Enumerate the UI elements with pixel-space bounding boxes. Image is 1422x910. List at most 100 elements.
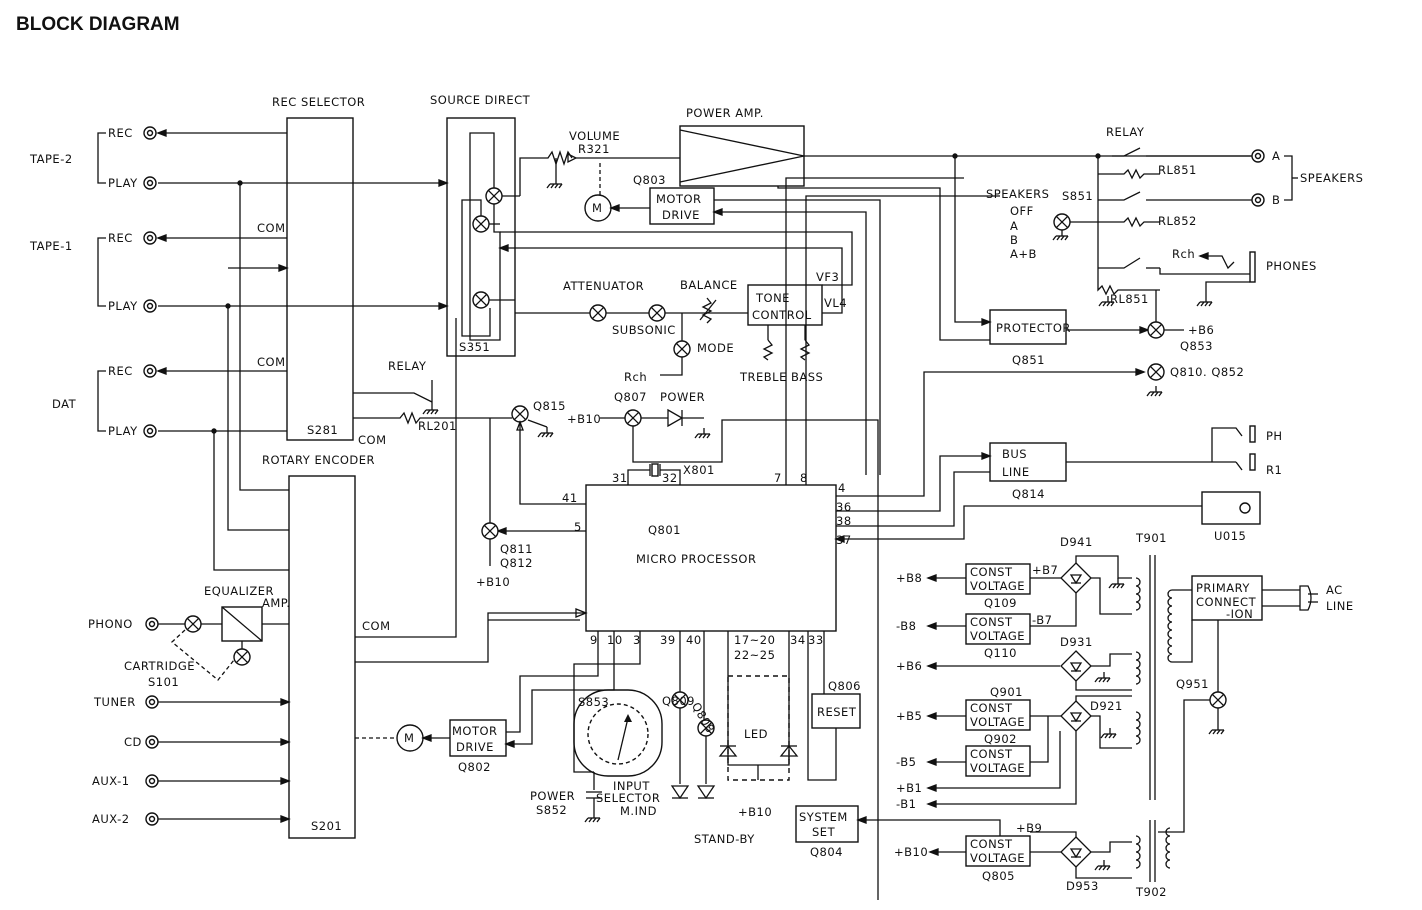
input-label: INPUT [613,779,650,793]
rotary-motor-m: M [404,731,414,745]
pin-7: 7 [774,471,782,485]
source-direct-switch-1 [485,187,503,205]
q109-label: Q109 [984,596,1017,610]
system-set-box [795,805,859,843]
b8p-label: +B8 [896,571,922,585]
const-voltage-q109 [965,563,1031,595]
tape2-rec-label: REC [108,126,133,140]
cv4-voltage: VOLTAGE [970,761,1025,775]
speaker-b-label: B [1272,193,1280,207]
volume-motor-m: M [592,201,602,215]
treble-bass-label: TREBLE BASS [739,370,823,384]
u015-box [1201,491,1261,525]
reset-box [811,693,861,729]
tape2-play-label: PLAY [108,176,138,190]
b10-label-3: +B10 [738,805,772,819]
dat-play-jack [143,424,157,438]
equalizer-label: EQUALIZER [204,584,274,598]
connect-label: CONNECT [1196,595,1257,609]
q811-label: Q811 [500,542,533,556]
q811-switch [481,522,499,540]
ac-line-label: LINE [1326,599,1354,613]
source-direct-switch-2 [472,215,490,233]
motor-drive-q803-motor: MOTOR [656,192,702,206]
d931-bridge [1060,650,1092,682]
line-label: LINE [1002,465,1030,479]
d931-label: D931 [1060,635,1093,649]
pin-38: 38 [836,514,852,528]
pin-10: 10 [607,633,623,647]
tape1-label: TAPE-1 [29,239,73,253]
b10-label-2: +B10 [476,575,510,589]
t901-label: T901 [1135,531,1167,545]
standby-label: STAND-BY [694,832,755,846]
b6p-label: +B6 [896,659,922,673]
input-selector: S853 INPUT SELECTOR M.IND POWER S852 [530,689,663,823]
speaker-b-jack [1251,193,1265,207]
q808-label: Q808 [689,700,718,736]
pin-40: 40 [686,633,702,647]
phono-junction [184,615,202,633]
q815-label: Q815 [533,399,566,413]
tape2-rec-jack [143,126,157,140]
q801-label: Q801 [648,523,681,537]
pin-32: 32 [662,471,678,485]
b5p-label: +B5 [896,709,922,723]
s851-label: S851 [1062,189,1093,203]
b1p-label: +B1 [896,781,922,795]
speakers-switch-label: SPEAKERS [986,187,1049,201]
volume-label: VOLUME [569,129,620,143]
power-supply: CONST VOLTAGE Q109 +B7 +B8 CONST VOLTAGE… [894,531,1354,899]
control-label: CONTROL [752,308,812,322]
aux1-label: AUX-1 [92,774,130,788]
bus-label: BUS [1002,447,1027,461]
power-amp-label: POWER AMP. [686,106,764,120]
aux2-jack [145,812,159,826]
attenuator-switch [589,304,607,322]
rch-label-phones: Rch [1172,247,1195,261]
d941-bridge [1060,562,1092,594]
rec-selector-box [286,117,354,441]
micro-processor: Q801 MICRO PROCESSOR 31 32 X801 7 8 4 41… [476,177,1202,859]
selector-label: SELECTOR [596,791,660,805]
tape1-play-jack [143,299,157,313]
phono-jack [145,617,159,631]
vf3-label: VF3 [816,270,839,284]
power-amp-box [679,125,805,187]
b7m-label: -B7 [1032,613,1052,627]
const-voltage-q805 [965,835,1031,867]
s351-label: S351 [459,340,490,354]
source-direct-label: SOURCE DIRECT [430,93,531,107]
tape1-rec-jack [143,231,157,245]
power-led-label: POWER [660,390,705,404]
speaker-a-jack [1251,149,1265,163]
pin-8: 8 [800,471,808,485]
x801-label: X801 [683,463,715,477]
pin-5: 5 [574,520,582,534]
pin-22-25: 22~25 [734,648,775,662]
s852-label: S852 [536,803,567,817]
tone-section: ATTENUATOR SUBSONIC BALANCE MODE Rch TON… [563,270,853,384]
cv2-voltage: VOLTAGE [970,629,1025,643]
d921-label: D921 [1090,699,1123,713]
tone-label: TONE [755,291,790,305]
q809-label: Q809 [662,694,695,708]
b10p-label: +B10 [894,845,928,859]
s281-label: S281 [307,423,338,437]
cv3-voltage: VOLTAGE [970,715,1025,729]
speakers-output-label: SPEAKERS [1300,171,1363,185]
amp-label: AMP. [262,596,291,610]
r321-label: R321 [578,142,610,156]
ion-label: -ION [1226,607,1253,621]
pin-39: 39 [660,633,676,647]
motor-drive-q803 [649,187,715,225]
const-voltage-q110 [965,613,1031,645]
cartridge-label: CARTRIDGE [124,659,195,673]
tuner-jack [145,695,159,709]
const-voltage-b5m [965,745,1031,777]
q901-label: Q901 [990,685,1023,699]
r1-label: R1 [1266,463,1282,477]
protector-box [989,309,1067,345]
ph-label: PH [1266,429,1283,443]
rl852-label: RL852 [1158,214,1197,228]
